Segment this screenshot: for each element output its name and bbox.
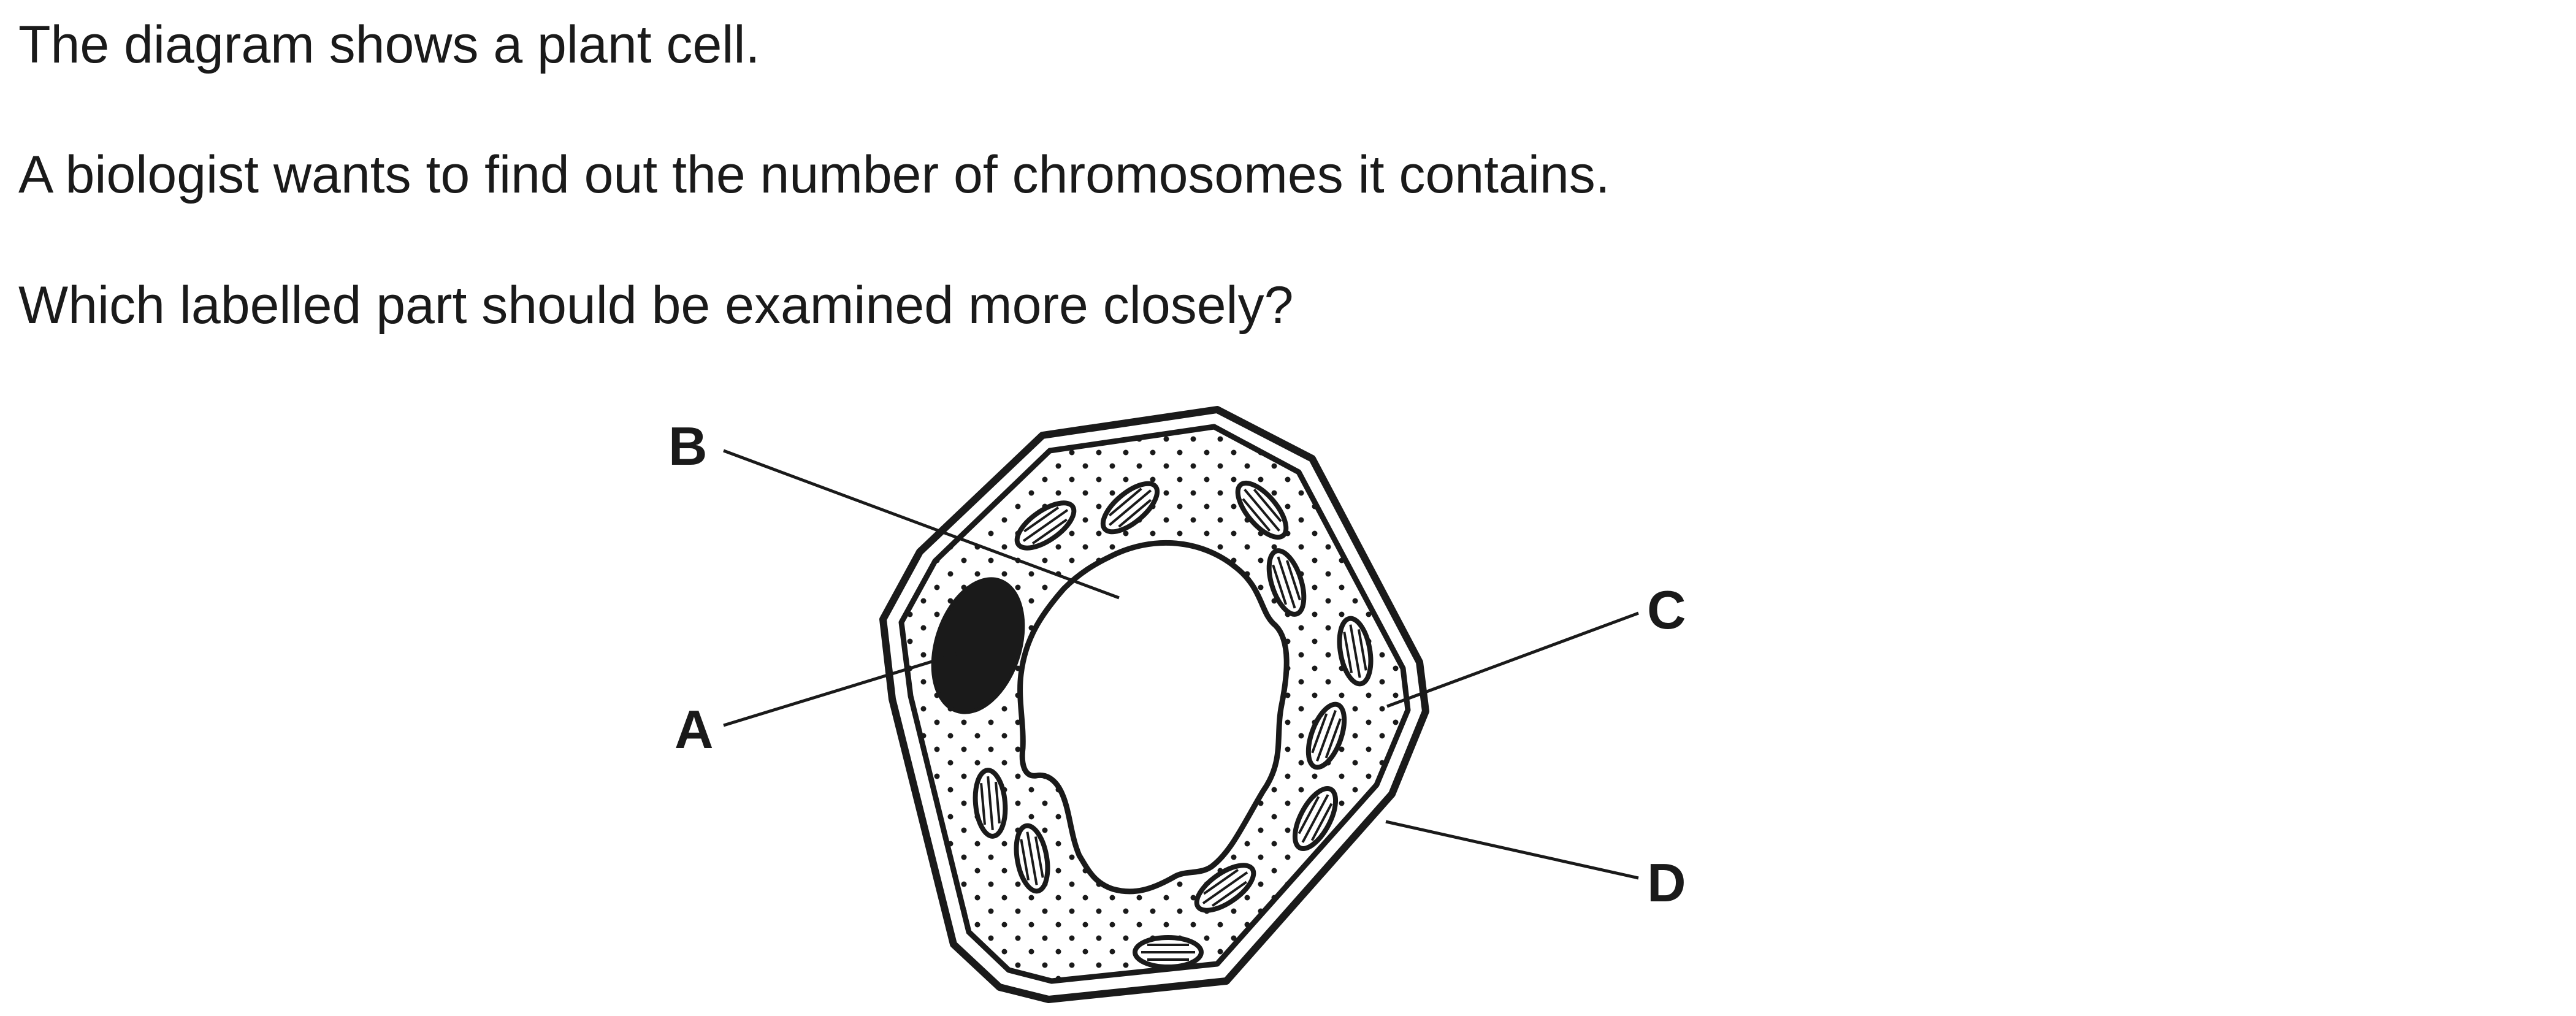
chloroplast	[1135, 938, 1201, 967]
nucleus	[931, 577, 1025, 714]
label-line-c	[1386, 611, 1639, 708]
label-a: A	[675, 699, 714, 760]
label-line-b	[723, 449, 1120, 600]
cell-wall-outer	[879, 406, 1429, 1003]
vacuole	[1017, 540, 1290, 895]
label-line-d	[1385, 820, 1639, 880]
question-context: A biologist wants to find out the number…	[18, 145, 1610, 204]
question-intro: The diagram shows a plant cell.	[18, 15, 760, 74]
label-line-a	[723, 645, 980, 727]
label-c: C	[1647, 579, 1686, 640]
label-d: D	[1647, 852, 1686, 913]
question-prompt: Which labelled part should be examined m…	[18, 276, 1294, 335]
label-b: B	[668, 416, 708, 476]
